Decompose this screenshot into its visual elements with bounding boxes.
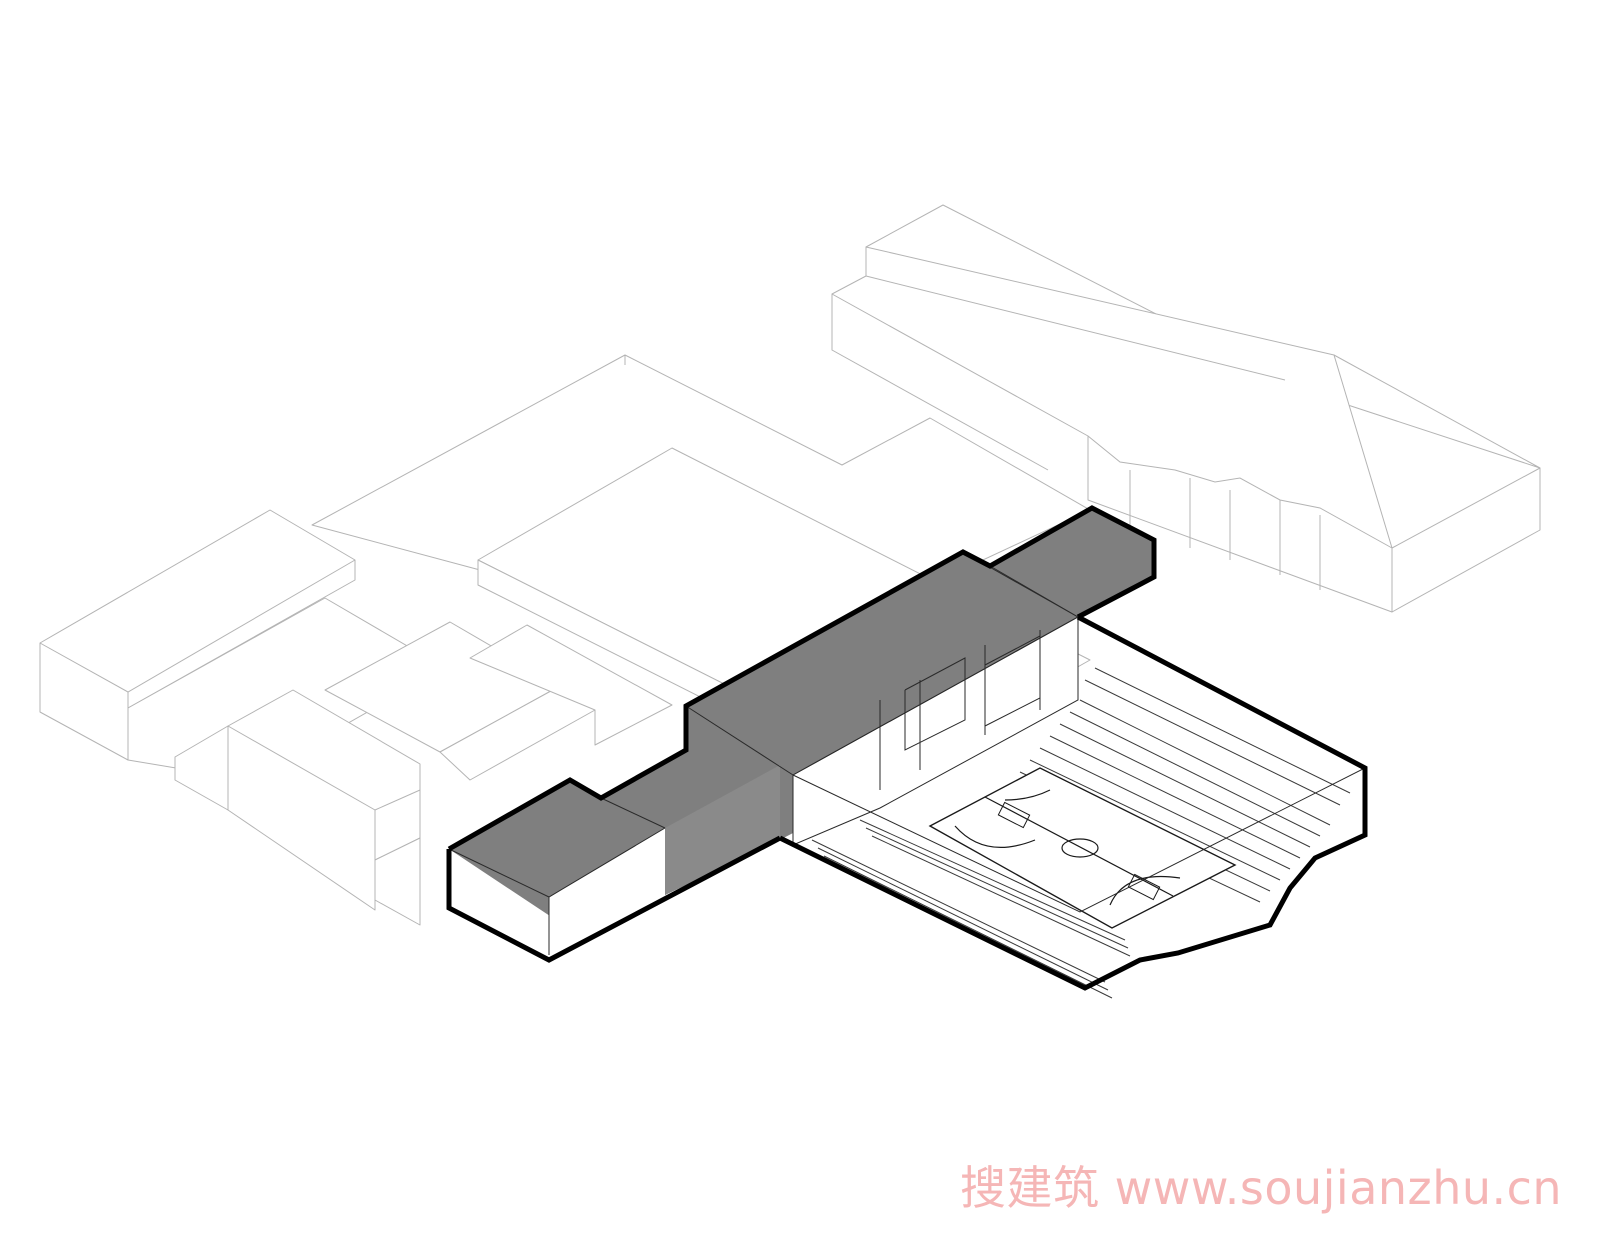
seating-tiers-back — [1009, 667, 1351, 903]
bar-roof — [449, 508, 1154, 920]
three-point-arc-left — [954, 825, 1036, 848]
context-block-far-right — [831, 204, 1541, 613]
context-block-left — [39, 509, 673, 926]
highlighted-linear-building — [446, 505, 1157, 963]
sports-hall — [778, 614, 1368, 999]
watermark-text: 搜建筑 www.soujianzhu.cn — [960, 1161, 1563, 1215]
hall-outline — [778, 614, 1368, 991]
bar-west-face — [549, 828, 665, 955]
bar-outline — [447, 505, 1157, 852]
basketball-court — [928, 767, 1237, 929]
bar-middle-face — [665, 765, 780, 895]
center-circle — [1061, 838, 1099, 858]
seating-tiers-front — [811, 819, 1131, 999]
three-point-arc-right — [1109, 875, 1181, 906]
